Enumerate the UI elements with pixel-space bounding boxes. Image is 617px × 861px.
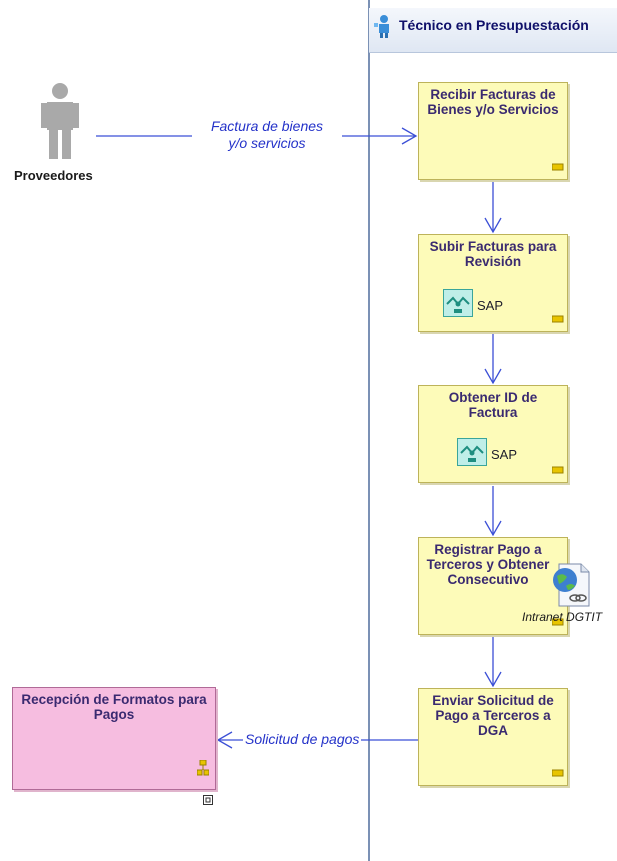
outgoing-flow-arrowhead <box>216 731 233 749</box>
task-marker-icon <box>551 764 564 782</box>
task-registrar-pago[interactable]: Registrar Pago a Terceros y Obtener Cons… <box>418 537 568 635</box>
sap-system-icon <box>457 438 487 471</box>
task-marker-icon <box>551 158 564 176</box>
task-label: Recibir Facturas de Bienes y/o Servicios <box>427 87 559 117</box>
sap-label: SAP <box>477 298 504 313</box>
intranet-label: Intranet DGTIT <box>522 610 603 624</box>
subprocess-icon <box>196 759 210 781</box>
task-marker-icon <box>551 310 564 328</box>
sap-system[interactable]: SAP <box>443 289 503 322</box>
outgoing-flow-label: Solicitud de pagos <box>243 731 362 748</box>
swimlane-header[interactable]: Técnico en Presupuestación <box>369 8 617 53</box>
sap-system[interactable]: SAP <box>457 438 517 471</box>
actor-label: Proveedores <box>14 168 93 183</box>
sap-label: SAP <box>491 447 518 462</box>
task-obtener-id[interactable]: Obtener ID de Factura SAP <box>418 385 568 483</box>
incoming-flow-arrowhead <box>401 127 418 145</box>
task-subir-facturas[interactable]: Subir Facturas para Revisión SAP <box>418 234 568 332</box>
task-label: Registrar Pago a Terceros y Obtener Cons… <box>426 542 550 587</box>
sap-system-icon <box>443 289 473 322</box>
task-marker-icon <box>551 461 564 479</box>
task-label: Enviar Solicitud de Pago a Terceros a DG… <box>432 693 554 738</box>
external-process-label: Recepción de Formatos para Pagos <box>21 692 207 722</box>
lane-title: Técnico en Presupuestación <box>399 17 589 33</box>
task-label: Subir Facturas para Revisión <box>429 239 557 269</box>
swimlane-divider <box>368 0 370 861</box>
task-recibir-facturas[interactable]: Recibir Facturas de Bienes y/o Servicios <box>418 82 568 180</box>
task-enviar-solicitud[interactable]: Enviar Solicitud de Pago a Terceros a DG… <box>418 688 568 786</box>
external-process-recepcion[interactable]: Recepción de Formatos para Pagos <box>12 687 216 790</box>
task-label: Obtener ID de Factura <box>448 390 538 420</box>
intranet-globe-icon[interactable] <box>551 562 591 613</box>
task-marker-icon <box>551 613 564 631</box>
lane-role-icon <box>373 14 395 43</box>
expand-icon[interactable] <box>203 792 213 810</box>
incoming-flow-label: Factura de bienes y/o servicios <box>192 118 342 152</box>
person-icon <box>40 82 80 167</box>
